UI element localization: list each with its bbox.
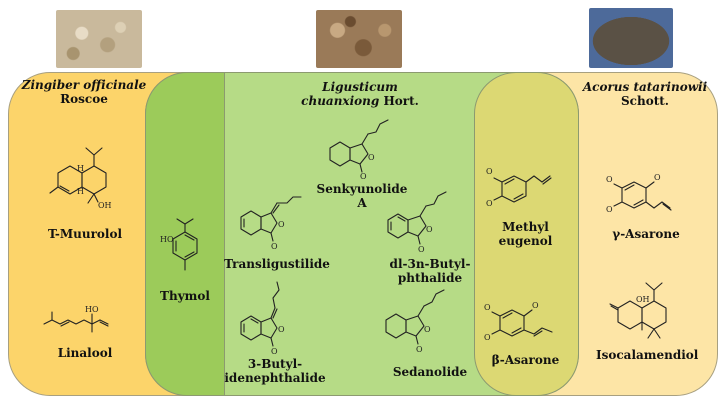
beta-asarone-structure: O O O bbox=[484, 301, 553, 342]
svg-text:OH: OH bbox=[636, 295, 650, 304]
ligusticum-title: Ligusticum chuanxiong Hort. bbox=[301, 80, 419, 108]
svg-text:O: O bbox=[606, 175, 613, 184]
linalool-structure: HO bbox=[43, 305, 109, 333]
ligusticum-photo bbox=[316, 10, 402, 68]
svg-text:O: O bbox=[532, 301, 539, 310]
svg-text:OH: OH bbox=[98, 201, 112, 210]
thymol-structure: HO bbox=[160, 218, 198, 271]
sedanolide-structure: O O bbox=[385, 289, 445, 354]
transligustilide-label: Transligustilide bbox=[224, 257, 330, 271]
isocalamendiol-label: Isocalamendiol bbox=[596, 348, 699, 362]
overlap-right-region bbox=[474, 72, 579, 396]
svg-text:O: O bbox=[424, 325, 431, 334]
svg-text:O: O bbox=[654, 173, 661, 182]
svg-text:O: O bbox=[484, 303, 491, 312]
svg-text:O: O bbox=[271, 242, 278, 251]
svg-text:O: O bbox=[360, 172, 367, 181]
butylphthalide-structure: O O bbox=[387, 191, 447, 254]
svg-text:O: O bbox=[486, 167, 493, 176]
transligustilide-structure: O O bbox=[240, 196, 302, 251]
gamma-asarone-label: γ-Asarone bbox=[612, 227, 680, 241]
svg-text:O: O bbox=[416, 345, 423, 354]
thymol-label: Thymol bbox=[160, 289, 210, 303]
svg-text:O: O bbox=[368, 153, 375, 162]
butylidenephthalide-label: 3-Butyl-idenephthalide bbox=[224, 357, 326, 385]
overlap-left-region bbox=[145, 72, 225, 396]
svg-text:H: H bbox=[77, 164, 84, 173]
svg-text:O: O bbox=[271, 347, 278, 356]
methyl-eugenol-structure: O O bbox=[486, 167, 552, 208]
svg-text:O: O bbox=[418, 245, 425, 254]
senkyunolide-a-structure: O O bbox=[329, 119, 389, 181]
svg-text:O: O bbox=[606, 205, 613, 214]
t-muurolol-structure: H H OH bbox=[49, 147, 112, 210]
methyl-eugenol-label: Methyl eugenol bbox=[498, 220, 553, 248]
zingiber-photo bbox=[56, 10, 142, 68]
svg-text:H: H bbox=[77, 187, 84, 196]
butylphthalide-label: dl-3n-Butyl-phthalide bbox=[389, 257, 471, 285]
linalool-label: Linalool bbox=[57, 346, 113, 360]
sedanolide-label: Sedanolide bbox=[392, 365, 468, 379]
svg-text:O: O bbox=[484, 333, 491, 342]
isocalamendiol-structure: OH bbox=[609, 282, 667, 339]
svg-text:O: O bbox=[278, 220, 285, 229]
svg-text:HO: HO bbox=[85, 305, 99, 314]
svg-text:HO: HO bbox=[160, 235, 174, 244]
butylidenephthalide-structure: O O bbox=[240, 281, 285, 356]
gamma-asarone-structure: O O O bbox=[606, 173, 672, 214]
t-muurolol-label: T-Muurolol bbox=[47, 227, 123, 241]
svg-text:O: O bbox=[426, 225, 433, 234]
beta-asarone-label: β-Asarone bbox=[491, 353, 560, 367]
svg-text:O: O bbox=[278, 325, 285, 334]
svg-text:O: O bbox=[486, 199, 493, 208]
acorus-photo bbox=[589, 8, 673, 68]
